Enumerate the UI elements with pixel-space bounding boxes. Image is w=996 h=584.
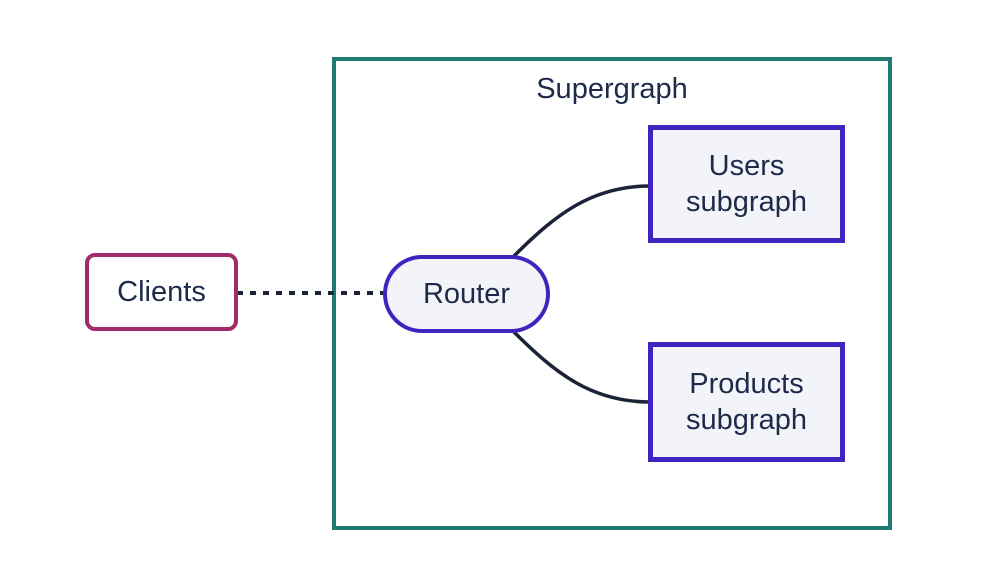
node-clients: Clients (85, 253, 238, 331)
node-products-subgraph: Products subgraph (648, 342, 845, 462)
node-users-subgraph-label-line2: subgraph (686, 186, 807, 218)
node-clients-label: Clients (117, 276, 206, 308)
node-router-label: Router (422, 278, 511, 310)
node-products-subgraph-label-line2: subgraph (686, 404, 807, 436)
node-products-subgraph-label-line1: Products (689, 368, 804, 400)
node-users-subgraph: Users subgraph (648, 125, 845, 243)
node-router: Router (383, 255, 550, 333)
supergraph-title: Supergraph (536, 73, 688, 105)
node-users-subgraph-label-line1: Users (708, 150, 785, 182)
